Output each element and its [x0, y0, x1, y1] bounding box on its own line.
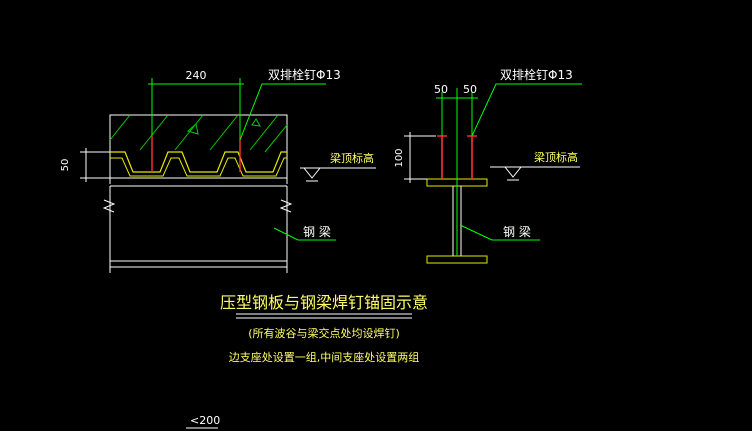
- left-elev-label: 梁顶标高: [330, 151, 374, 165]
- left-deck-profile: [110, 151, 287, 173]
- bottom-fragment: <200: [186, 414, 220, 429]
- right-dim-100: [404, 132, 436, 183]
- title-note1: (所有波谷与梁交点处均设焊钉): [248, 326, 400, 340]
- left-beam: [102, 177, 293, 273]
- right-stud-leader: [471, 83, 582, 137]
- right-studs: [441, 136, 473, 179]
- left-slab-outline: [109, 114, 288, 184]
- title-note2: 边支座处设置一组,中间支座处设置两组: [229, 350, 420, 364]
- right-section: 50 50 100 双排栓钉Φ13 梁顶标高 钢 梁: [394, 67, 582, 264]
- left-deck-profile-inner: [110, 157, 287, 177]
- right-dim-left-label: 50: [434, 83, 448, 96]
- right-beam-label: 钢 梁: [503, 224, 531, 239]
- left-beam-label: 钢 梁: [303, 224, 331, 239]
- left-dim-50-label: 50: [60, 159, 71, 172]
- left-studs: [151, 136, 241, 172]
- right-ibeam-web: [452, 186, 462, 256]
- title-block: 压型钢板与钢梁焊钉锚固示意 (所有波谷与梁交点处均设焊钉) 边支座处设置一组,中…: [220, 293, 428, 364]
- right-beam-leader: [459, 224, 540, 241]
- fragment-dim-label: <200: [190, 414, 220, 427]
- right-dim-50-50: [436, 92, 478, 136]
- right-elev-label: 梁顶标高: [534, 150, 578, 164]
- left-concrete-hatch: [109, 114, 288, 153]
- left-dim-50: [80, 148, 110, 182]
- left-dim-240: [148, 78, 244, 136]
- left-elev-symbol: [300, 167, 376, 182]
- right-stud-label: 双排栓钉Φ13: [500, 67, 573, 82]
- left-beam-leader: [273, 227, 336, 241]
- right-dim-100-label: 100: [394, 148, 405, 167]
- left-section: 240 50 双排栓钉Φ13 梁顶标高 钢 梁: [60, 67, 376, 273]
- right-elev-symbol: [490, 166, 580, 181]
- title-main: 压型钢板与钢梁焊钉锚固示意: [220, 293, 428, 312]
- left-dim-240-label: 240: [186, 69, 207, 82]
- right-dim-right-label: 50: [463, 83, 477, 96]
- left-stud-label: 双排栓钉Φ13: [268, 67, 341, 82]
- left-stud-leader: [239, 83, 326, 141]
